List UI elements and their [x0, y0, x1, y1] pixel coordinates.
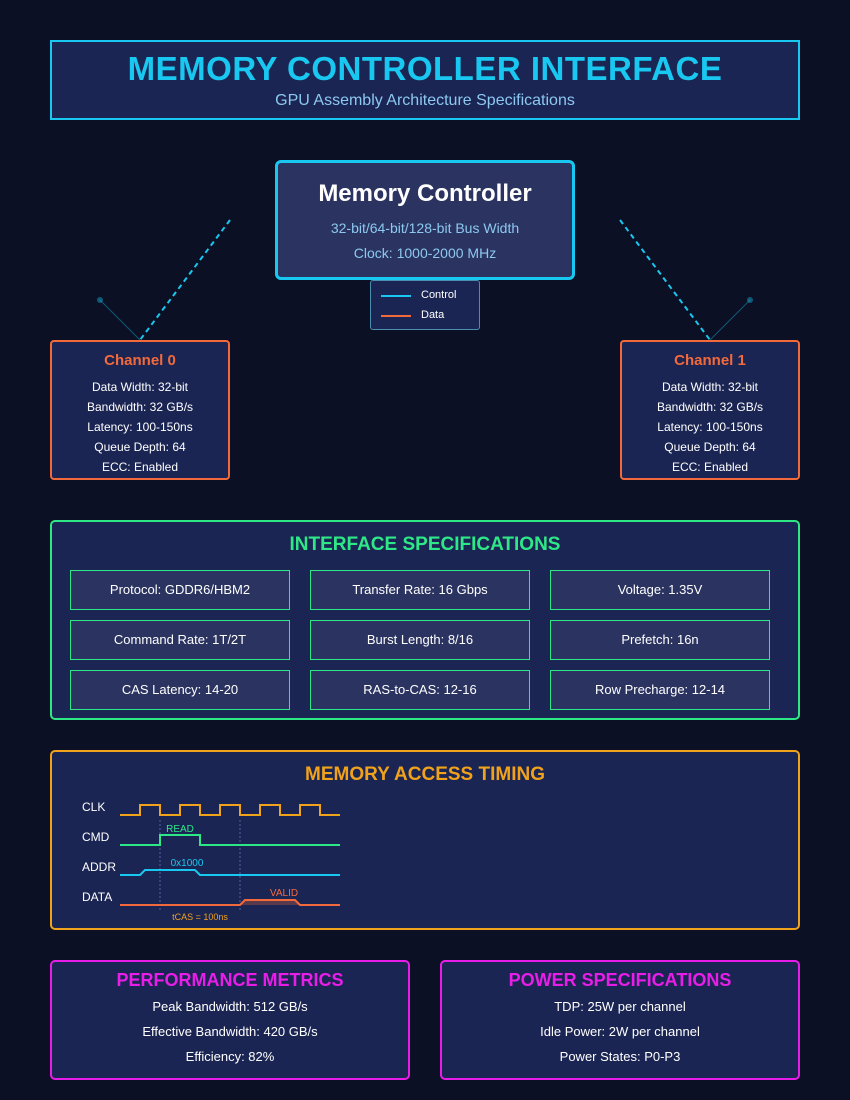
- channel-0-ecc: ECC: Enabled: [101, 460, 179, 474]
- legend-swatch-data: [381, 315, 411, 317]
- spec-cas-latency: CAS Latency: 14-20: [70, 670, 290, 710]
- channel-1-latency: Latency: 100-150ns: [657, 420, 763, 434]
- spec-protocol: Protocol: GDDR6/HBM2: [70, 570, 290, 610]
- controller-title: Memory Controller: [318, 180, 532, 207]
- data-valid-label: VALID: [270, 888, 298, 899]
- signal-label-addr: ADDR: [82, 860, 117, 874]
- memory-controller-box: Memory Controller 32-bit/64-bit/128-bit …: [275, 160, 575, 280]
- channel-0-queue-depth: Queue Depth: 64: [94, 440, 186, 454]
- spec-burst-length: Burst Length: 8/16: [310, 620, 530, 660]
- spec-voltage: Voltage: 1.35V: [550, 570, 770, 610]
- data-valid-region: [240, 900, 300, 905]
- clk-waveform: [120, 804, 340, 816]
- spec-ras-to-cas: RAS-to-CAS: 12-16: [310, 670, 530, 710]
- performance-peak-bandwidth: Peak Bandwidth: 512 GB/s: [152, 999, 308, 1014]
- connector-left: [139, 219, 231, 341]
- legend-label-control: Control: [421, 289, 457, 301]
- data-waveform: [120, 899, 340, 906]
- spec-row-precharge: Row Precharge: 12-14: [550, 670, 770, 710]
- performance-panel: PERFORMANCE METRICS Peak Bandwidth: 512 …: [50, 960, 410, 1080]
- spec-prefetch: Prefetch: 16n: [550, 620, 770, 660]
- channel-1-box: Channel 1 Data Width: 32-bit Bandwidth: …: [620, 340, 800, 480]
- header-panel: MEMORY CONTROLLER INTERFACE GPU Assembly…: [50, 40, 800, 120]
- power-states: Power States: P0-P3: [559, 1049, 681, 1064]
- controller-clock: Clock: 1000-2000 MHz: [353, 245, 497, 261]
- power-title: POWER SPECIFICATIONS: [508, 970, 732, 990]
- cmd-read-label: READ: [166, 824, 194, 835]
- channel-0-bandwidth: Bandwidth: 32 GB/s: [86, 400, 194, 414]
- channel-0-box: Channel 0 Data Width: 32-bit Bandwidth: …: [50, 340, 230, 480]
- spec-command-rate: Command Rate: 1T/2T: [70, 620, 290, 660]
- interface-specs-title: INTERFACE SPECIFICATIONS: [289, 534, 561, 555]
- antenna-right-dot: [747, 297, 753, 303]
- legend-swatch-control: [381, 295, 411, 297]
- channel-1-title: Channel 1: [674, 352, 746, 369]
- interface-specs-panel: INTERFACE SPECIFICATIONS Protocol: GDDR6…: [50, 520, 800, 720]
- addr-waveform: [120, 869, 340, 876]
- channel-0-latency: Latency: 100-150ns: [87, 420, 193, 434]
- timing-title: MEMORY ACCESS TIMING: [305, 764, 545, 785]
- signal-label-clk: CLK: [82, 800, 106, 814]
- channel-0-title: Channel 0: [104, 352, 176, 369]
- performance-effective-bandwidth: Effective Bandwidth: 420 GB/s: [142, 1024, 318, 1039]
- power-panel: POWER SPECIFICATIONS TDP: 25W per channe…: [440, 960, 800, 1080]
- timing-panel: MEMORY ACCESS TIMING CLK CMD ADDR DATA R…: [50, 750, 800, 930]
- timing-waveforms: READ 0x1000 VALID tCAS = 100ns: [120, 804, 340, 922]
- page-subtitle: GPU Assembly Architecture Specifications: [275, 92, 575, 109]
- addr-label: 0x1000: [171, 858, 204, 869]
- controller-bus-width: 32-bit/64-bit/128-bit Bus Width: [330, 220, 520, 236]
- channel-0-data-width: Data Width: 32-bit: [91, 380, 189, 394]
- signal-label-data: DATA: [82, 890, 113, 904]
- power-tdp: TDP: 25W per channel: [554, 999, 686, 1014]
- channel-1-data-width: Data Width: 32-bit: [661, 380, 759, 394]
- performance-efficiency: Efficiency: 82%: [185, 1049, 275, 1064]
- power-idle: Idle Power: 2W per channel: [540, 1024, 700, 1039]
- antenna-right: [709, 299, 751, 341]
- connector-right: [619, 219, 711, 341]
- tcas-label: tCAS = 100ns: [172, 912, 228, 922]
- channel-1-ecc: ECC: Enabled: [671, 460, 749, 474]
- channel-1-queue-depth: Queue Depth: 64: [664, 440, 756, 454]
- performance-title: PERFORMANCE METRICS: [116, 970, 344, 990]
- legend: Control Data: [370, 280, 480, 330]
- antenna-left: [99, 299, 141, 341]
- page-title: MEMORY CONTROLLER INTERFACE: [127, 50, 723, 87]
- legend-label-data: Data: [421, 309, 445, 321]
- channel-1-bandwidth: Bandwidth: 32 GB/s: [656, 400, 764, 414]
- spec-transfer-rate: Transfer Rate: 16 Gbps: [310, 570, 530, 610]
- cmd-waveform: [120, 834, 340, 846]
- signal-label-cmd: CMD: [82, 830, 110, 844]
- antenna-left-dot: [97, 297, 103, 303]
